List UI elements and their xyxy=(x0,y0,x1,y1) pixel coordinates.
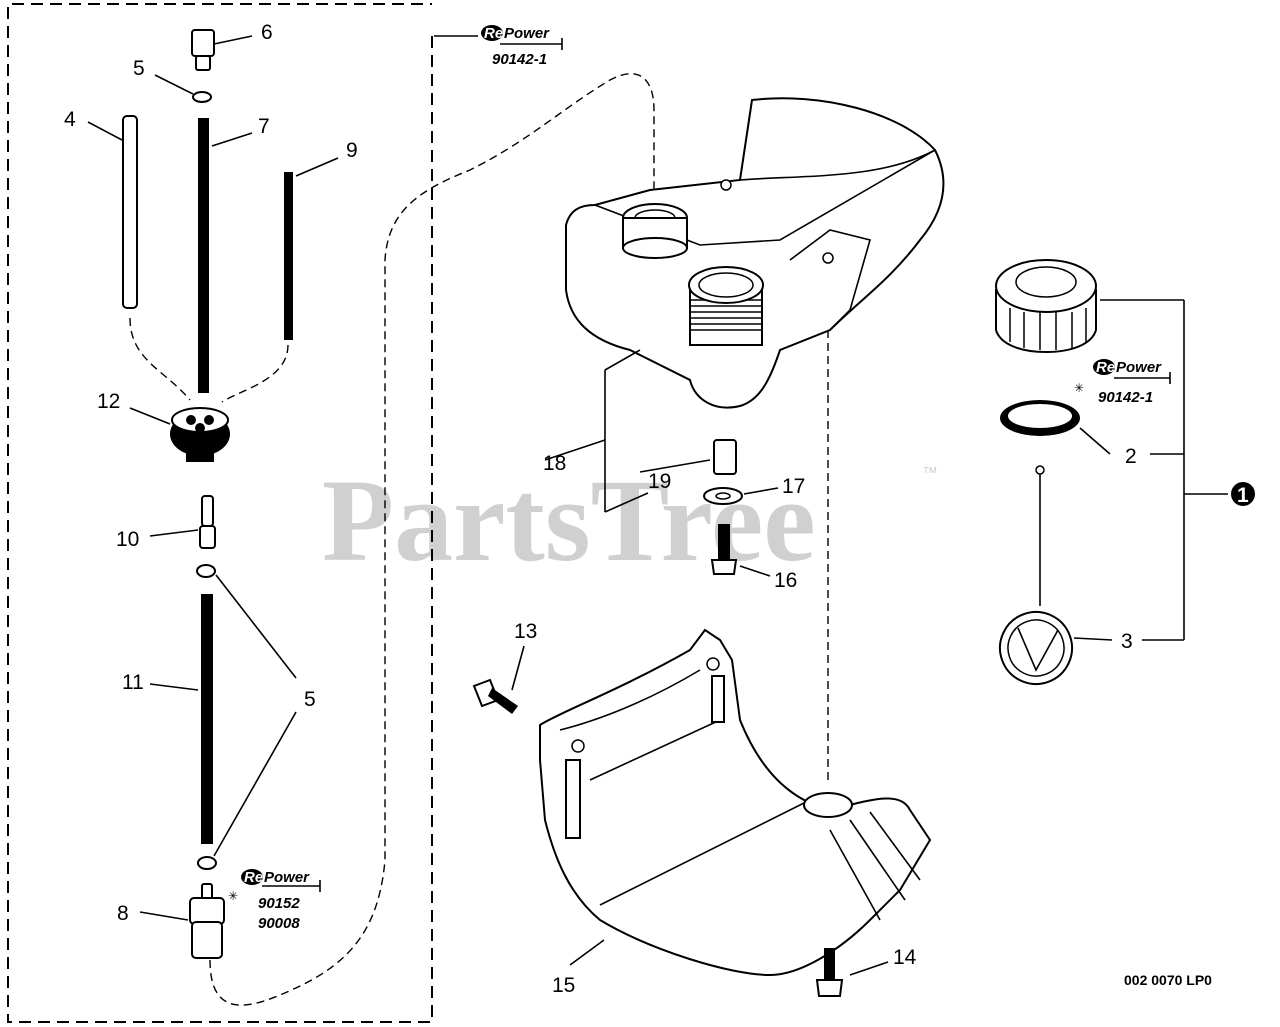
sparkle-icon: ✳ xyxy=(228,889,238,903)
washer-part-17 xyxy=(703,487,779,505)
callout-18: 18 xyxy=(543,452,566,475)
bushing-part-19 xyxy=(604,439,737,513)
hose-part-11 xyxy=(149,594,213,844)
fuel-line-routing xyxy=(209,73,655,1006)
fuel-tank-part-18 xyxy=(544,97,945,512)
o-ring-part-5-bottom xyxy=(197,856,217,870)
assembly-bracket: 1 xyxy=(1100,299,1255,641)
callout-14: 14 xyxy=(893,946,917,969)
hose-part-7 xyxy=(198,118,253,393)
tube-part-4 xyxy=(87,115,138,309)
repower-logo-top: Re Power xyxy=(434,25,563,50)
callout-5-top: 5 xyxy=(133,57,145,80)
callout-10: 10 xyxy=(116,528,139,551)
svg-text:Re: Re xyxy=(244,869,263,886)
hose-part-9 xyxy=(284,157,339,340)
fuel-cap xyxy=(995,259,1097,354)
callout-4: 4 xyxy=(64,108,76,131)
grommet-part-12 xyxy=(129,407,230,462)
svg-text:Re: Re xyxy=(1096,359,1115,376)
repower-number-top: 90142-1 xyxy=(492,51,547,68)
callout-1: 1 xyxy=(1237,484,1249,507)
callout-5-bottom: 5 xyxy=(304,688,316,711)
callout-3: 3 xyxy=(1121,630,1133,653)
callout-8: 8 xyxy=(117,902,129,925)
watermark-trademark: ™ xyxy=(922,465,938,482)
callout-11: 11 xyxy=(122,671,144,694)
callout-15: 15 xyxy=(552,974,575,997)
retainer-part-3 xyxy=(999,465,1113,685)
svg-text:Power: Power xyxy=(1116,359,1162,376)
callout-9: 9 xyxy=(346,139,358,162)
guide-lines-grommet xyxy=(129,317,289,403)
callout-19: 19 xyxy=(648,470,671,493)
svg-text:Re: Re xyxy=(484,25,503,42)
guard-part-15 xyxy=(539,628,932,977)
fuel-filter-part-8 xyxy=(139,883,225,959)
bolt-part-16 xyxy=(710,524,771,577)
connector-part-10 xyxy=(149,495,216,549)
callout-2: 2 xyxy=(1125,445,1137,468)
svg-text:Power: Power xyxy=(504,25,550,42)
drawing-code: 002 0070 LP0 xyxy=(1124,972,1212,988)
svg-text:Power: Power xyxy=(264,869,310,886)
repower-number-cap: 90142-1 xyxy=(1098,389,1153,406)
callout-17: 17 xyxy=(782,475,805,498)
callout-5-leader-lines xyxy=(213,574,297,857)
sparkle-icon: ✳ xyxy=(1074,381,1084,395)
o-ring-part-5-middle xyxy=(196,564,216,578)
o-ring-part-5-top xyxy=(154,74,212,103)
kit-enclosure-box xyxy=(7,3,433,1023)
callout-12: 12 xyxy=(97,390,120,413)
bolt-part-13 xyxy=(472,645,525,714)
callout-6: 6 xyxy=(261,21,273,44)
callout-13: 13 xyxy=(514,620,537,643)
repower-logo-cap: Re Power ✳ xyxy=(1074,359,1171,395)
gasket-part-2 xyxy=(1000,400,1111,455)
bolt-part-14 xyxy=(815,948,889,997)
fitting-part-6 xyxy=(191,29,253,71)
callout-7: 7 xyxy=(258,115,270,138)
callout-16: 16 xyxy=(774,569,797,592)
repower-number-filter-2: 90008 xyxy=(258,915,300,932)
repower-number-filter-1: 90152 xyxy=(258,895,300,912)
repower-logo-filter: Re Power ✳ xyxy=(228,869,321,903)
